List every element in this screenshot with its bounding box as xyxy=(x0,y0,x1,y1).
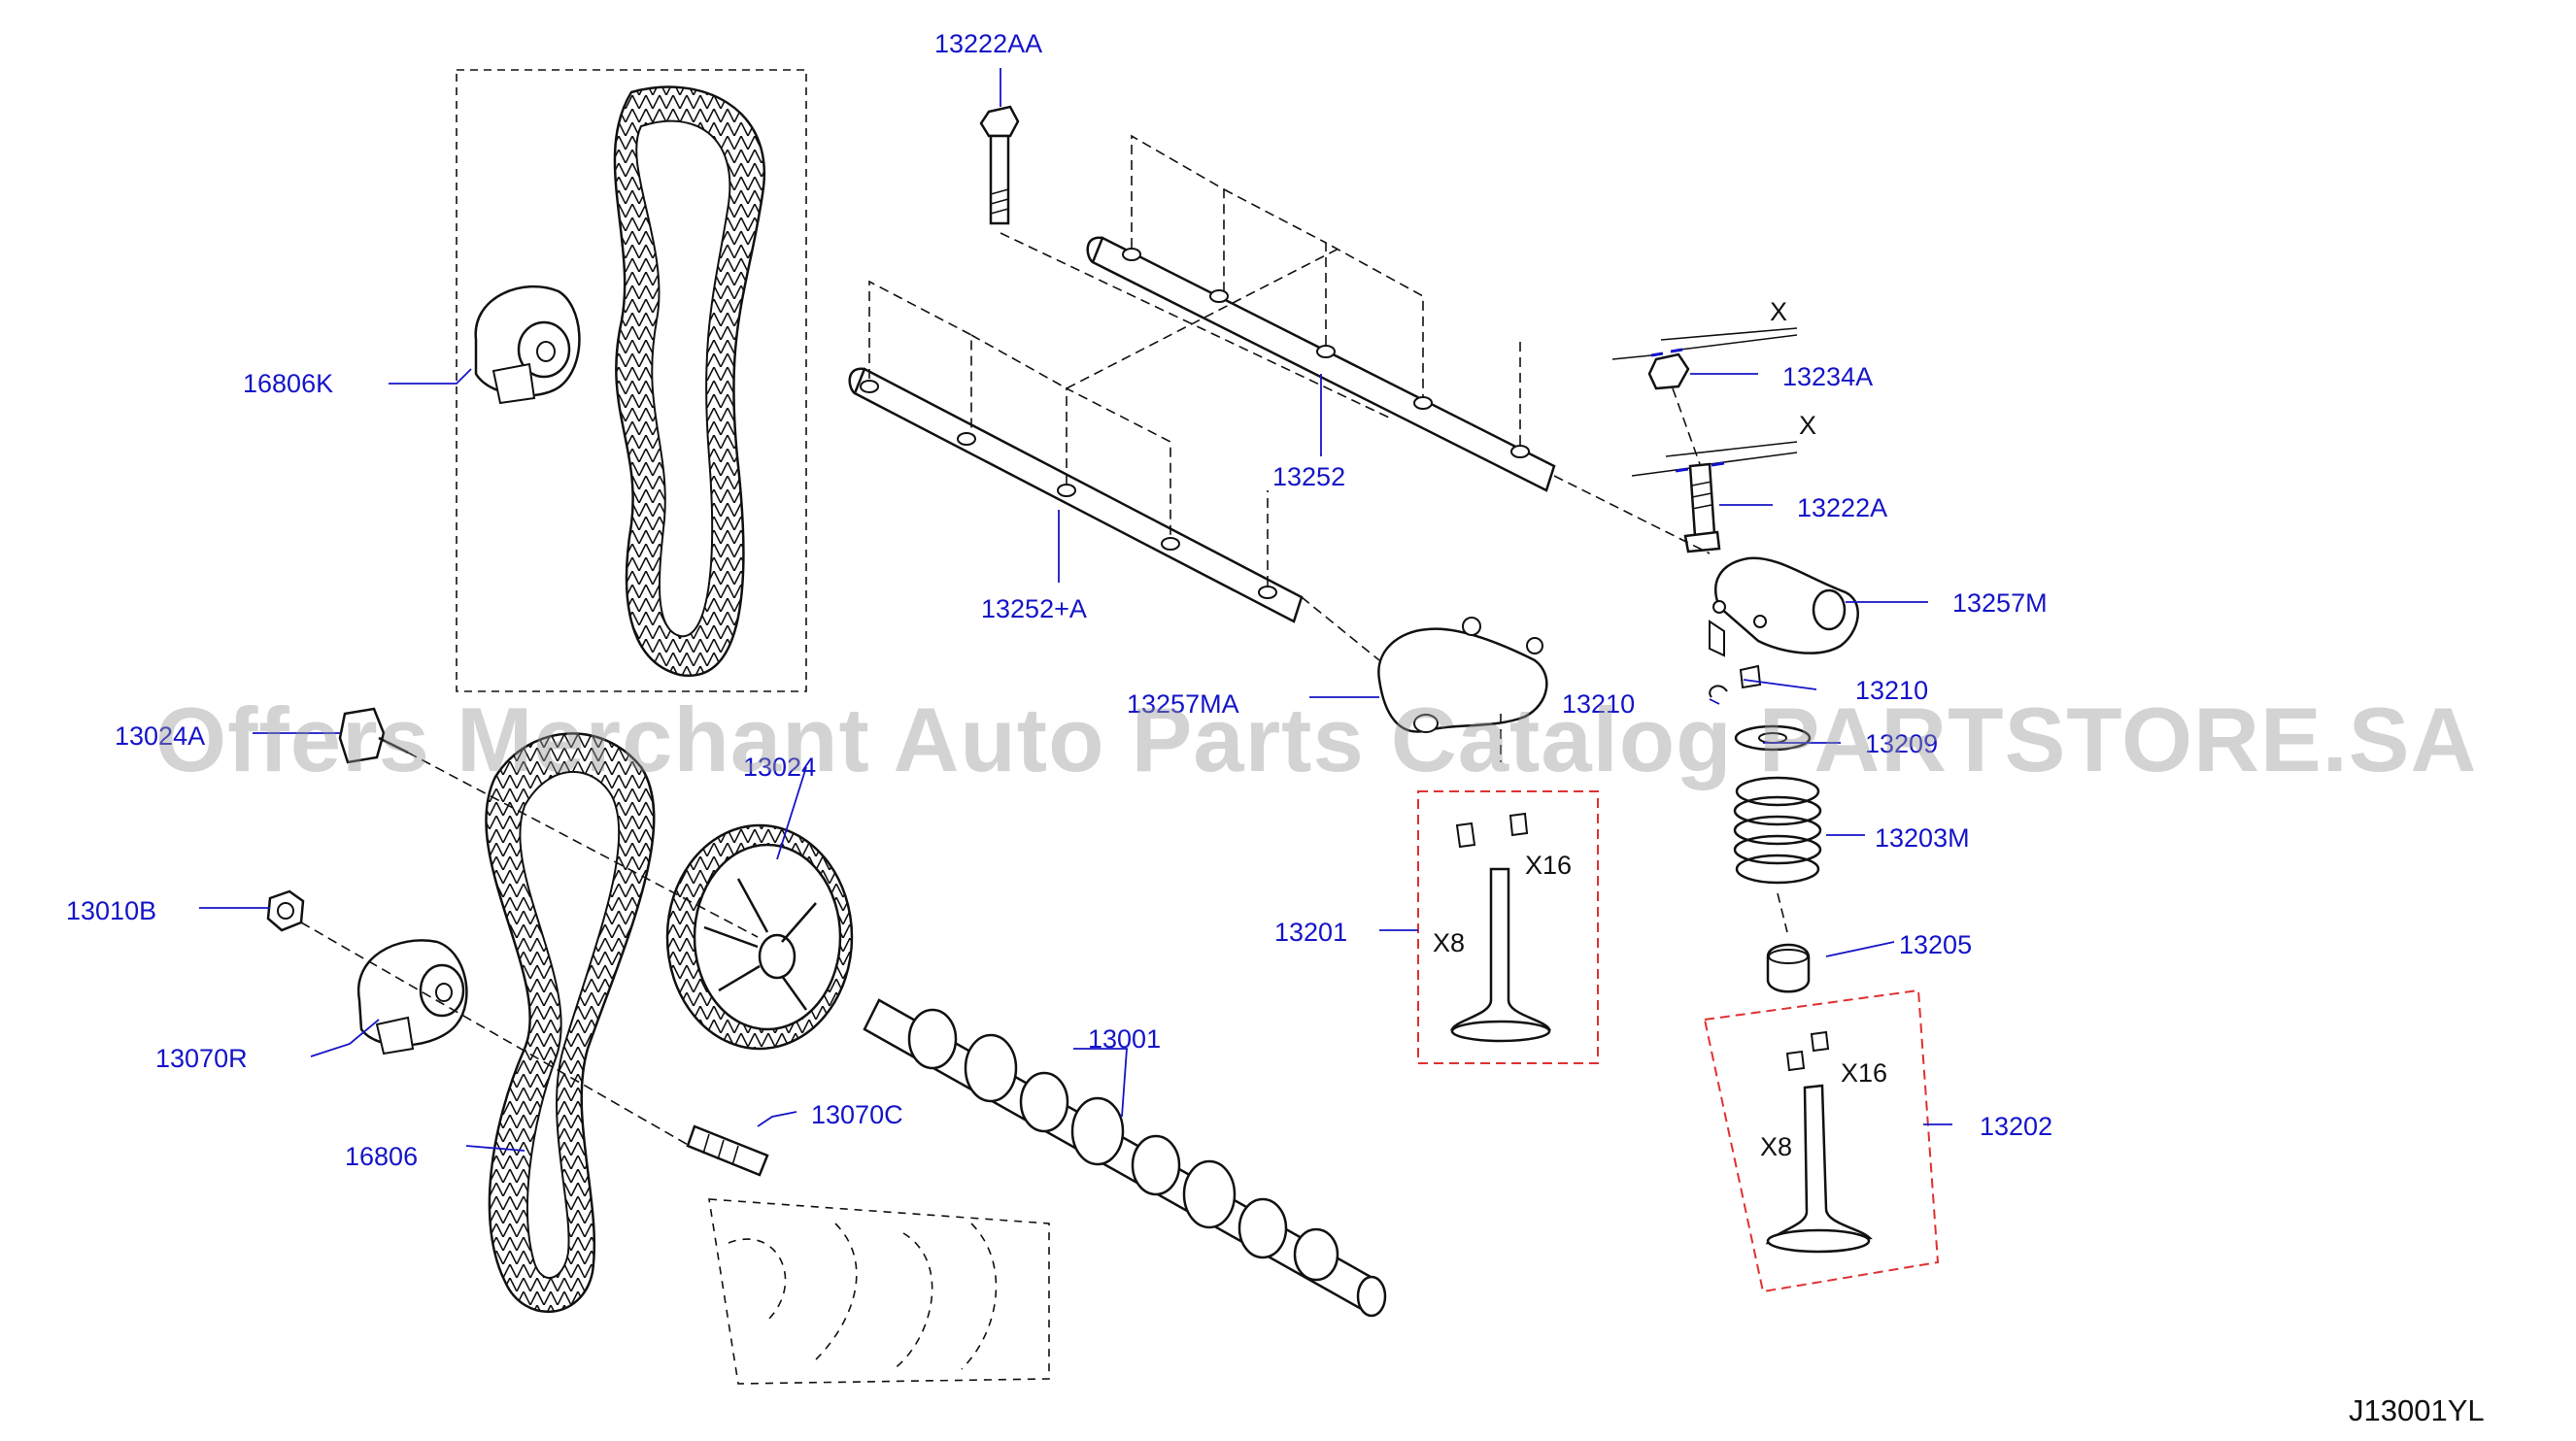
callout-13222A: 13222A xyxy=(1797,493,1888,522)
rocker-shaft-lower xyxy=(848,247,1341,623)
camshaft-sprocket xyxy=(665,823,854,1051)
camshaft xyxy=(863,998,1387,1318)
stud xyxy=(686,1124,769,1177)
dimension-lines xyxy=(1660,327,1798,457)
callout-13209: 13209 xyxy=(1865,729,1939,758)
callout-13210-right: 13210 xyxy=(1855,676,1929,705)
nut-13234A xyxy=(1611,334,1798,390)
dimension-x-nut: X xyxy=(1770,297,1788,326)
exhaust-valve xyxy=(1765,1030,1873,1254)
callout-13201: 13201 xyxy=(1274,918,1348,947)
bolt-13222A xyxy=(1553,387,1798,554)
callout-13222AA: 13222AA xyxy=(934,29,1043,58)
callout-13010B: 13010B xyxy=(66,896,157,925)
callout-13024: 13024 xyxy=(743,753,817,782)
qty-x16-exhaust: X16 xyxy=(1841,1058,1888,1088)
callout-13203M: 13203M xyxy=(1875,823,1970,853)
intake-valve xyxy=(1449,812,1552,1043)
callout-13070C: 13070C xyxy=(811,1100,903,1129)
tensioner-nut xyxy=(266,889,305,932)
belt-tensioner-kit xyxy=(474,285,581,405)
belt-tensioner xyxy=(300,922,691,1147)
callout-13252: 13252 xyxy=(1272,462,1346,491)
callout-13234A: 13234A xyxy=(1782,362,1874,391)
rocker-arm-13257MA xyxy=(1301,596,1548,762)
rocker-arm-13257M xyxy=(1709,556,1859,657)
callout-13024A: 13024A xyxy=(115,721,206,751)
callout-13252A: 13252+A xyxy=(981,594,1087,623)
intake-valve-kit-box xyxy=(1417,790,1599,1064)
callout-13202: 13202 xyxy=(1980,1112,2053,1141)
callout-13257MA: 13257MA xyxy=(1127,689,1239,719)
rocker-shaft-upper xyxy=(1086,134,1556,492)
diagram-code: J13001YL xyxy=(2349,1393,2485,1427)
qty-x16-intake: X16 xyxy=(1525,851,1573,880)
callout-16806K: 16806K xyxy=(243,369,334,398)
valve-stem-seal xyxy=(1766,943,1811,993)
callout-13257M: 13257M xyxy=(1952,588,2048,618)
qty-x8-intake: X8 xyxy=(1433,928,1466,957)
dimension-x-bolt: X xyxy=(1799,411,1817,440)
exhaust-valve-kit-box xyxy=(1703,989,1940,1293)
bolt-13222AA xyxy=(979,105,1390,419)
qty-x8-exhaust: X8 xyxy=(1760,1132,1793,1161)
valve-spring xyxy=(1733,776,1822,933)
sprocket-bolt xyxy=(338,707,759,938)
callout-13001: 13001 xyxy=(1088,1024,1162,1054)
watermark: Offers Merchant Auto Parts Catalog PARTS… xyxy=(155,688,2478,790)
timing-belt-kit xyxy=(474,85,765,678)
cylinder-head-outline xyxy=(708,1198,1050,1385)
timing-belt xyxy=(485,732,656,1314)
timing-belt-kit-box xyxy=(456,69,807,692)
callout-13210-left: 13210 xyxy=(1562,689,1636,719)
callout-13070R: 13070R xyxy=(155,1044,248,1073)
leader-lines xyxy=(199,68,1952,1152)
callout-16806: 16806 xyxy=(345,1142,419,1171)
callout-13205: 13205 xyxy=(1899,930,1973,959)
